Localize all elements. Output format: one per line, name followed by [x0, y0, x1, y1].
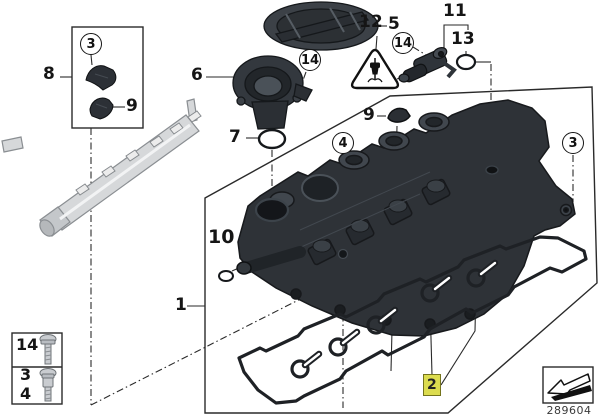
callout-3-circled-clamp[interactable]: 3: [80, 33, 102, 55]
callout-14-circled-sensor[interactable]: 14: [392, 32, 414, 54]
legend-row-3[interactable]: 3: [20, 365, 32, 384]
oring-13-part: [455, 53, 477, 71]
callout-1[interactable]: 1: [175, 295, 187, 315]
callout-13[interactable]: 13: [451, 29, 475, 49]
filler-neck-part: [232, 55, 313, 130]
warning-triangle-icon: [350, 48, 400, 90]
callout-8[interactable]: 8: [43, 64, 55, 84]
callout-3-circled-bolt[interactable]: 3: [562, 132, 584, 154]
oring-10-part: [218, 270, 234, 282]
oil-filler-cap-part: [263, 1, 379, 51]
legend-row-14[interactable]: 14: [16, 335, 39, 354]
diagram-code: 289604: [546, 404, 592, 417]
callout-9-mounted[interactable]: 9: [363, 105, 375, 125]
legend-row-4[interactable]: 4: [20, 384, 32, 403]
cover-gasket-part: [237, 235, 588, 405]
legend-screw-14: [39, 334, 57, 365]
oring-7-part: [257, 128, 287, 150]
legend-table-frame: [11, 332, 63, 405]
main-assembly-frame: [204, 86, 598, 414]
fuel-rail-part: [1, 98, 202, 237]
valve-cover-part: [236, 99, 576, 337]
callout-2-highlighted[interactable]: 2: [423, 374, 441, 396]
callout-10[interactable]: 10: [208, 226, 235, 248]
callout-14-circled-cap[interactable]: 14: [299, 49, 321, 71]
rail-clamp-parts: [85, 65, 117, 120]
legend-bolt-3-4: [39, 368, 57, 402]
callout-9-clamp[interactable]: 9: [126, 96, 138, 116]
callout-5[interactable]: 5: [388, 14, 400, 34]
callout-4-circled[interactable]: 4: [332, 132, 354, 154]
camshaft-sensor-part: [398, 47, 457, 83]
callout-11[interactable]: 11: [443, 1, 467, 21]
stamp-arrow-icon: [547, 373, 592, 401]
callout-12[interactable]: 12: [359, 12, 383, 32]
callout-7[interactable]: 7: [229, 127, 241, 147]
callout-6[interactable]: 6: [191, 65, 203, 85]
